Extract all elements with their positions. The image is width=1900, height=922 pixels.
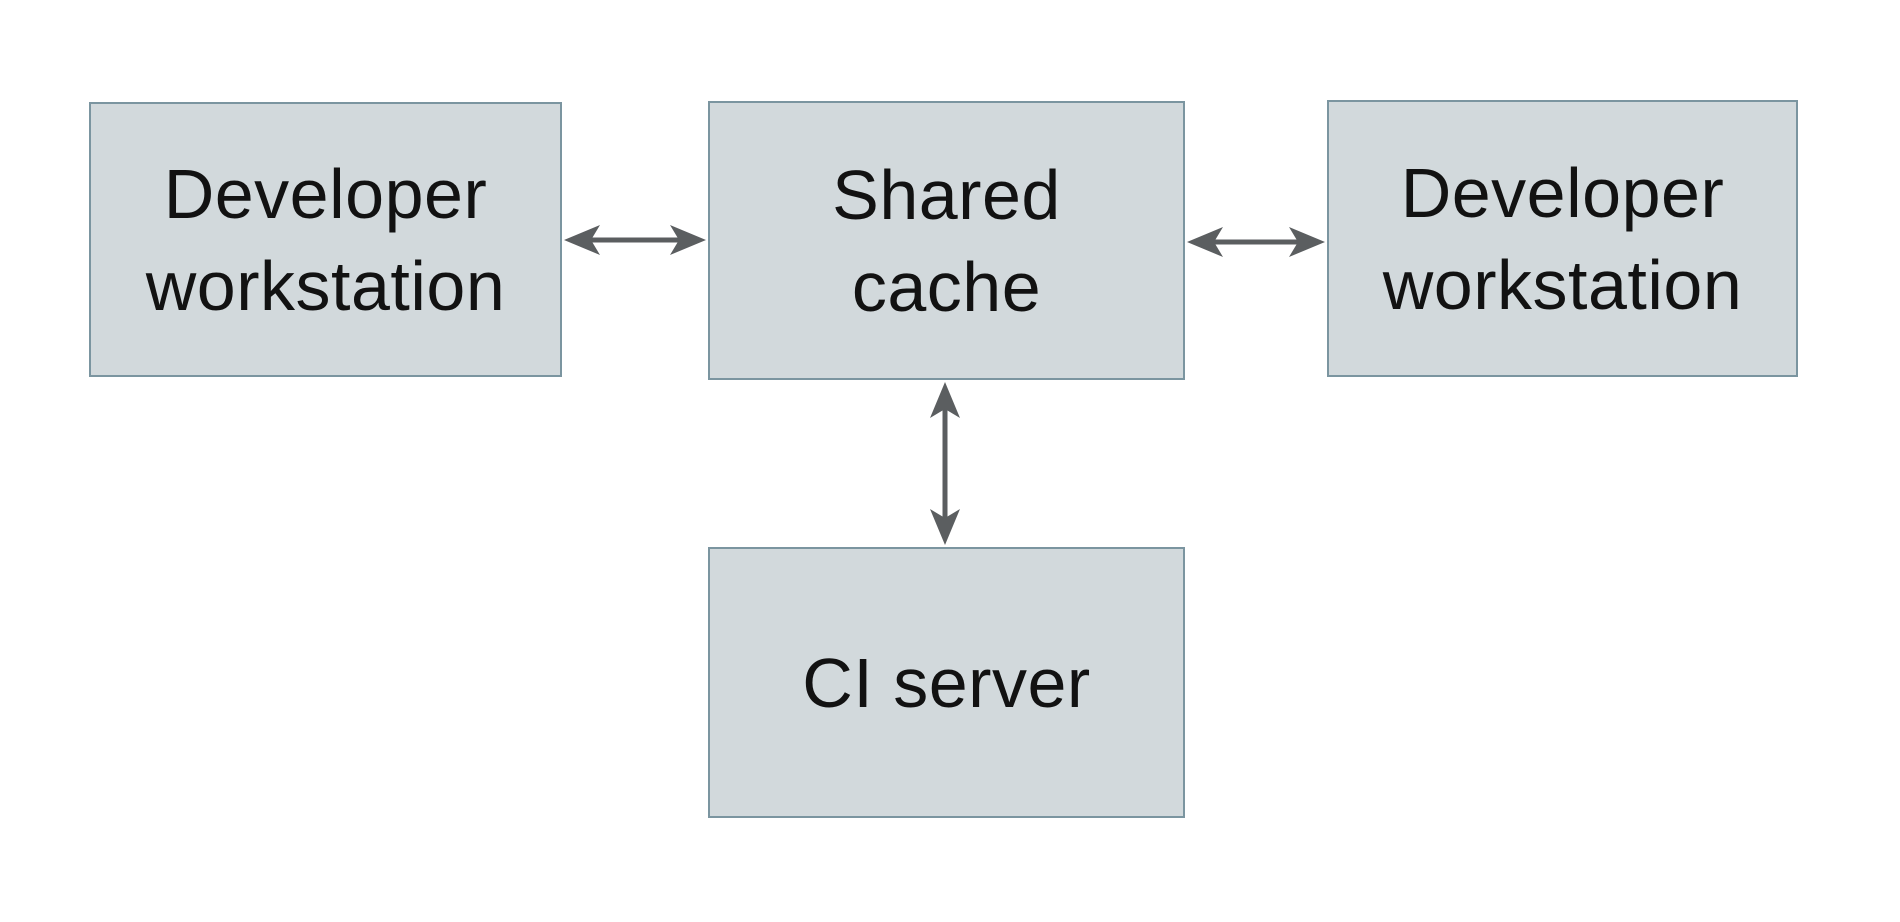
- bidirectional-arrow-vertical-icon: [922, 380, 968, 547]
- bidirectional-arrow-left-icon: [562, 216, 708, 264]
- node-label-line: CI server: [802, 643, 1091, 722]
- node-label-line: Shared: [832, 155, 1061, 234]
- node-developer-workstation-right: Developer workstation: [1327, 100, 1798, 377]
- node-label-line: workstation: [145, 246, 506, 325]
- bidirectional-arrow-right-icon: [1185, 218, 1327, 266]
- node-label-line: Developer: [163, 154, 488, 233]
- node-shared-cache: Shared cache: [708, 101, 1185, 380]
- node-ci-server: CI server: [708, 547, 1185, 818]
- node-label-line: workstation: [1382, 245, 1743, 324]
- node-label-line: Developer: [1400, 153, 1725, 232]
- node-label-line: cache: [851, 247, 1042, 326]
- node-developer-workstation-left: Developer workstation: [89, 102, 562, 377]
